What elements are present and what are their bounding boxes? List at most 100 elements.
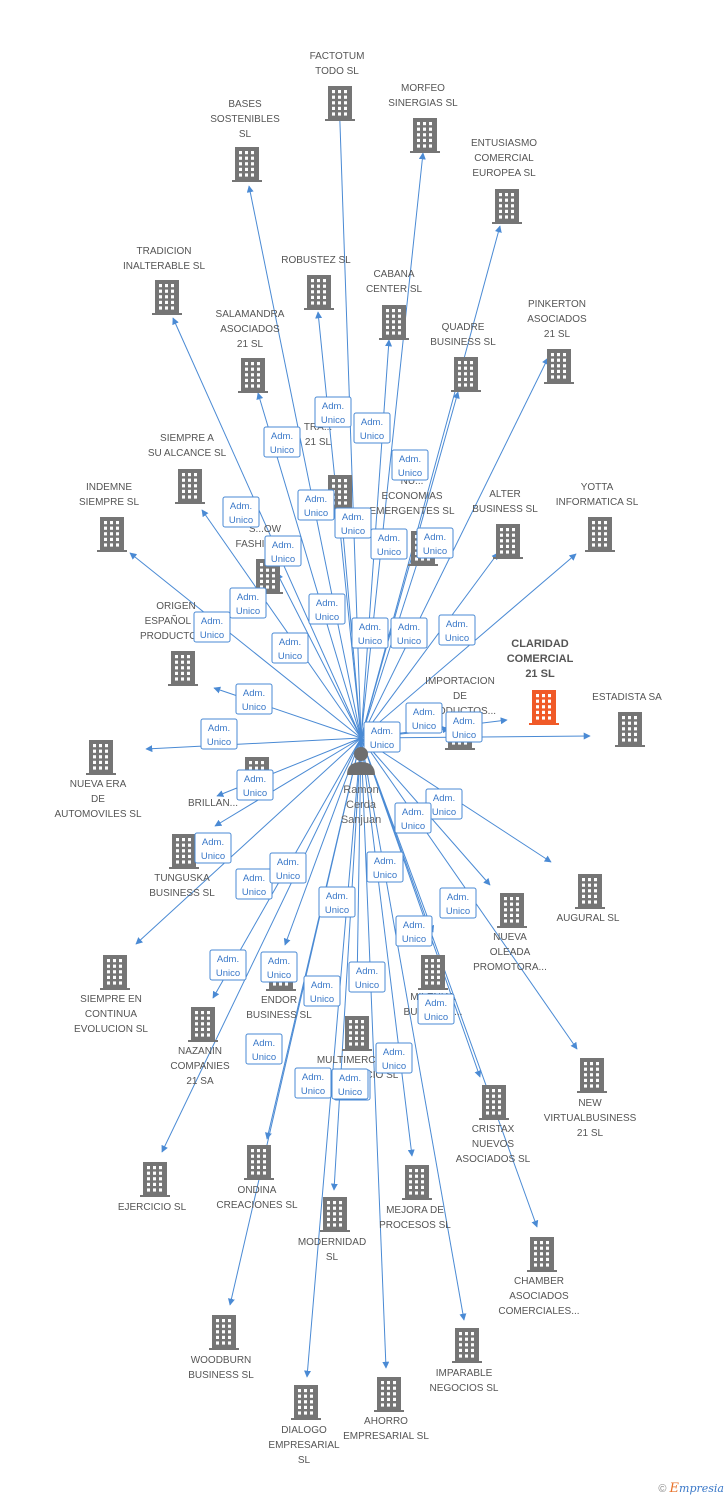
ejercicio-building-icon[interactable] [140,1162,170,1197]
robustez-building-icon[interactable] [304,275,334,310]
role-badge-endor[interactable]: Adm.Unico [269,852,307,884]
cristax-building-icon[interactable] [479,1085,509,1120]
role-badge-salamandra[interactable]: Adm.Unico [264,535,302,567]
multimercado-building-icon[interactable] [342,1016,372,1051]
alter-building-icon[interactable] [493,524,523,559]
role-badge-cristax[interactable]: Adm.Unico [395,915,433,947]
dialogo-building-icon[interactable] [291,1385,321,1420]
role-badge-robustez[interactable]: Adm.Unico [297,489,335,521]
ejercicio-label[interactable]: EJERCICIO SL [118,1202,187,1213]
cabana-building-icon[interactable] [379,305,409,340]
mejora-building-icon[interactable] [402,1165,432,1200]
nueva_era-building-icon[interactable] [86,740,116,775]
indemne-building-icon[interactable] [97,517,127,552]
pinkerton-building-icon[interactable] [544,349,574,384]
role-badge-new_virtual[interactable]: Adm.Unico [439,887,477,919]
yotta-building-icon[interactable] [585,517,615,552]
role-badge-chamber[interactable]: Adm.Unico [245,1033,283,1065]
role-badge-yotta[interactable]: Adm.Unico [438,614,476,646]
estadista-building-icon[interactable] [615,712,645,747]
role-badge-tra21[interactable]: Adm.Unico [308,593,346,625]
siempre_continua-building-icon[interactable] [100,955,130,990]
augural-building-icon[interactable] [575,874,605,909]
role-badge-siempre_alcance[interactable]: Adm.Unico [229,587,267,619]
role-badge-ondina[interactable]: Adm.Unico [348,961,386,993]
role-badge-tradicion[interactable]: Adm.Unico [222,496,260,528]
role-badge-nueva_oleada[interactable]: Adm.Unico [394,802,432,834]
origen-building-icon[interactable] [168,651,198,686]
new_virtual-building-icon[interactable] [577,1058,607,1093]
role-badge-indemne[interactable]: Adm.Unico [193,611,231,643]
role-badge-siempre_continua[interactable]: Adm.Unico [235,868,273,900]
role-badge-claridad[interactable]: Adm.Unico [405,702,443,734]
role-badge-nazanin[interactable]: Adm.Unico [209,949,247,981]
role-badge-bases[interactable]: Adm.Unico [263,426,301,458]
morfeo-building-icon[interactable] [410,118,440,153]
role-badge-origen[interactable]: Adm.Unico [235,683,273,715]
augural-label[interactable]: AUGURAL SL [557,913,620,924]
nueva_oleada-building-icon[interactable] [497,893,527,928]
salamandra-building-icon[interactable] [238,358,268,393]
chamber-building-icon[interactable] [527,1237,557,1272]
role-badge-nueva_era[interactable]: Adm.Unico [200,718,238,750]
robustez-label[interactable]: ROBUSTEZ SL [281,255,351,266]
role-badge-importacion[interactable]: Adm.Unico [445,711,483,743]
role-badge-pinkerton[interactable]: Adm.Unico [370,528,408,560]
entusiasmo-building-icon[interactable] [492,189,522,224]
role-badge-milenial[interactable]: Adm.Unico [366,851,404,883]
role-badge-show_fashion[interactable]: Adm.Unico [271,632,309,664]
ondina-building-icon[interactable] [244,1145,274,1180]
role-badge-morfeo[interactable]: Adm.Unico [353,412,391,444]
role-badge-cabana[interactable]: Adm.Unico [334,507,372,539]
siempre_alcance-building-icon[interactable] [175,469,205,504]
modernidad-building-icon[interactable] [320,1197,350,1232]
tradicion-building-icon[interactable] [152,280,182,315]
role-badge-woodburn[interactable]: Adm.Unico [294,1067,332,1099]
milenial-building-icon[interactable] [418,955,448,990]
role-badge-estadista[interactable]: Adm.Unico [363,721,401,753]
person-icon[interactable] [347,747,375,775]
role-badge-nuevas_economias[interactable]: Adm.Unico [351,617,389,649]
role-badge-brillan[interactable]: Adm.Unico [236,769,274,801]
role-badge-modernidad[interactable]: Adm.Unico [303,975,341,1007]
role-badge-tunguska[interactable]: Adm.Unico [194,832,232,864]
role-badge-quadre[interactable]: Adm.Unico [416,527,454,559]
brillan-label[interactable]: BRILLAN... [188,798,238,809]
estadista-label[interactable]: ESTADISTA SA [592,692,662,703]
claridad-building-icon[interactable] [529,690,559,725]
nazanin-building-icon[interactable] [188,1007,218,1042]
factotum-building-icon[interactable] [325,86,355,121]
role-badge-alter[interactable]: Adm.Unico [390,617,428,649]
role-badge-ahorro[interactable]: Adm.Unico [331,1068,369,1100]
imparable-building-icon[interactable] [452,1328,482,1363]
tunguska-building-icon[interactable] [169,834,199,869]
role-badge-ejercicio[interactable]: Adm.Unico [260,951,298,983]
role-badge-multimercado[interactable]: Adm.Unico [318,886,356,918]
